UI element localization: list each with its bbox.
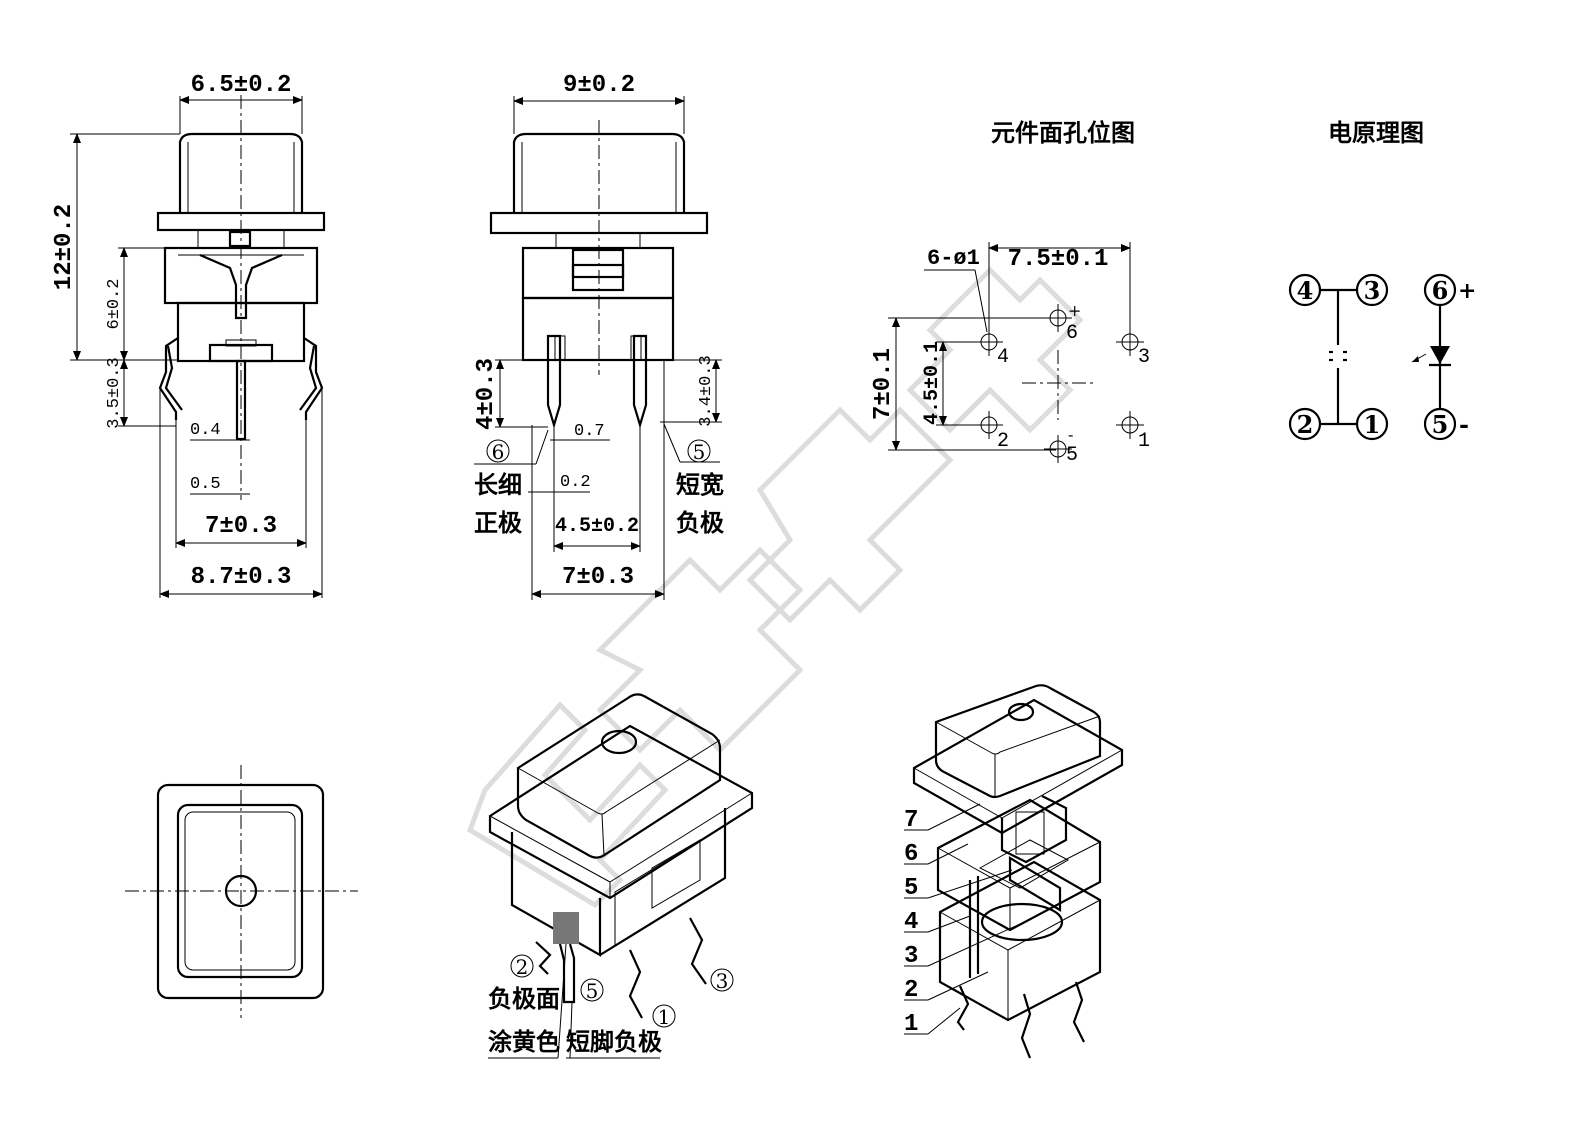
schematic-minus: - <box>1459 410 1469 439</box>
schematic-pin-6: 6 <box>1432 276 1449 305</box>
iso-pin-3: 3 <box>716 969 729 993</box>
front-pin-thickness-dim: 0.4 <box>190 421 221 440</box>
schematic-pin-1: 1 <box>1364 410 1381 439</box>
side-pin-span-dim: 7±0.3 <box>562 564 634 591</box>
iso-note-yellow-2: 涂黄色 <box>488 1027 560 1056</box>
iso-pin-2: 2 <box>516 955 529 979</box>
front-total-span-dim: 8.7±0.3 <box>191 564 292 591</box>
hole-height-dim: 7±0.1 <box>870 348 897 420</box>
side-pin6-label-1: 长细 <box>474 470 522 499</box>
hole-label-5: 5 <box>1066 444 1078 467</box>
yellow-face-marker <box>553 912 579 944</box>
front-pin-height-dim: 3.5±0.3 <box>105 357 124 428</box>
side-width-dim: 9±0.2 <box>563 72 635 99</box>
iso-view: 2 5 1 3 负极面 涂黄色 短脚负极 <box>488 693 754 1059</box>
front-view: 6.5±0.2 12±0.2 6±0.2 3.5±0.3 0.4 0.5 7±0… <box>51 72 326 598</box>
hole-layout-view: 元件面孔位图 6-ø1 7.5±0.1 7±0.1 4.5±0.1 4 6 + … <box>870 118 1150 467</box>
side-pin-thick-a-dim: 0.7 <box>574 422 605 441</box>
top-view <box>125 765 358 1018</box>
exploded-part-5: 5 <box>904 875 918 902</box>
exploded-view: 7 6 5 4 3 2 1 <box>904 684 1124 1059</box>
hole-1 <box>1116 411 1144 439</box>
front-pin-span-dim: 7±0.3 <box>205 513 277 540</box>
hole-label-3: 3 <box>1138 346 1150 369</box>
side-pin-long-dim: 4±0.3 <box>473 358 500 430</box>
iso-pin-1: 1 <box>658 1005 671 1029</box>
schematic-title: 电原理图 <box>1328 118 1424 147</box>
hole-width-dim: 7.5±0.1 <box>1008 246 1109 273</box>
hole-4 <box>975 328 1003 356</box>
hole-label-6: 6 <box>1066 322 1078 345</box>
hole-3 <box>1116 328 1144 356</box>
side-pin-short-dim: 3.4±0.3 <box>697 355 716 426</box>
hole-label-1: 1 <box>1138 430 1150 453</box>
exploded-part-7: 7 <box>904 807 918 834</box>
hole-label-4: 4 <box>997 346 1009 369</box>
schematic-pin-3: 3 <box>1364 276 1381 305</box>
schematic-pin-4: 4 <box>1297 276 1314 305</box>
iso-pin-5: 5 <box>586 979 599 1003</box>
iso-note-short-pin: 短脚负极 <box>566 1027 662 1056</box>
hole-2 <box>975 411 1003 439</box>
side-pin-gap-dim: 4.5±0.2 <box>555 515 639 538</box>
side-pin5-label-2: 负极 <box>676 508 724 537</box>
schematic-plus: + <box>1458 278 1476 304</box>
watermark-logo <box>466 266 1084 909</box>
hole-spec-label: 6-ø1 <box>927 246 980 271</box>
hole-label-2: 2 <box>997 430 1009 453</box>
side-pin5-label-1: 短宽 <box>676 470 724 499</box>
front-width-dim: 6.5±0.2 <box>191 72 292 99</box>
schematic-pin-5: 5 <box>1432 410 1449 439</box>
exploded-part-3: 3 <box>904 943 918 970</box>
front-body-height-dim: 6±0.2 <box>105 278 124 329</box>
side-pin-thick-b-dim: 0.2 <box>560 473 591 492</box>
exploded-part-4: 4 <box>904 909 918 936</box>
side-pin6-label-2: 正极 <box>474 508 522 537</box>
side-pin6-number: 6 <box>492 440 505 464</box>
side-view: 9±0.2 4±0.3 3.4±0.3 0.7 0.2 4.5±0.2 7±0.… <box>473 72 724 600</box>
schematic-view: 电原理图 4 3 2 1 6 + 5 - <box>1288 118 1476 441</box>
exploded-part-6: 6 <box>904 841 918 868</box>
hole-minus-label: - <box>1068 425 1073 444</box>
hole-6 <box>1044 304 1072 332</box>
side-pin5-number: 5 <box>693 440 706 464</box>
exploded-part-1: 1 <box>904 1011 918 1038</box>
exploded-part-2: 2 <box>904 977 918 1004</box>
hole-plus-label: + <box>1068 301 1081 320</box>
front-pin-width-dim: 0.5 <box>190 475 221 494</box>
hole-5 <box>1044 435 1072 463</box>
iso-note-yellow-1: 负极面 <box>488 984 560 1013</box>
hole-layout-title: 元件面孔位图 <box>991 118 1135 147</box>
front-height-dim: 12±0.2 <box>51 204 78 290</box>
schematic-pin-2: 2 <box>1297 410 1314 439</box>
hole-inner-height-dim: 4.5±0.1 <box>921 341 944 425</box>
led-diode-icon <box>1430 346 1450 364</box>
